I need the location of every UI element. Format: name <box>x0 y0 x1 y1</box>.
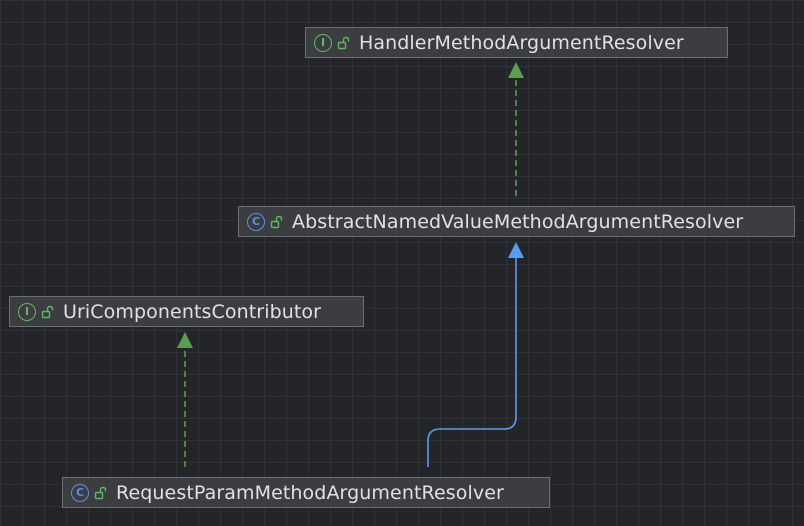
interface-icon: I <box>18 302 36 321</box>
node-label: HandlerMethodArgumentResolver <box>359 31 684 54</box>
node-label: RequestParamMethodArgumentResolver <box>116 481 504 504</box>
node-label: UriComponentsContributor <box>63 300 322 323</box>
node-uri-components-contributor[interactable]: I UriComponentsContributor <box>9 296 364 327</box>
node-request-param-method-argument-resolver[interactable]: C RequestParamMethodArgumentResolver <box>62 477 550 508</box>
class-icon: C <box>71 483 89 502</box>
unlocked-padlock-icon <box>337 36 350 49</box>
edge-extends-request-to-abstract <box>427 242 524 467</box>
edge-implements-abstract-to-handler <box>508 62 524 196</box>
unlocked-padlock-icon <box>270 215 283 228</box>
unlocked-padlock-icon <box>41 305 54 318</box>
unlocked-padlock-icon <box>94 486 107 499</box>
node-label: AbstractNamedValueMethodArgumentResolver <box>292 210 744 233</box>
node-handler-method-argument-resolver[interactable]: I HandlerMethodArgumentResolver <box>305 27 728 58</box>
interface-icon: I <box>314 33 332 52</box>
edge-implements-request-to-uri <box>177 332 193 467</box>
class-icon: C <box>247 212 265 231</box>
node-abstract-named-value-method-argument-resolver[interactable]: C AbstractNamedValueMethodArgumentResolv… <box>238 206 795 237</box>
